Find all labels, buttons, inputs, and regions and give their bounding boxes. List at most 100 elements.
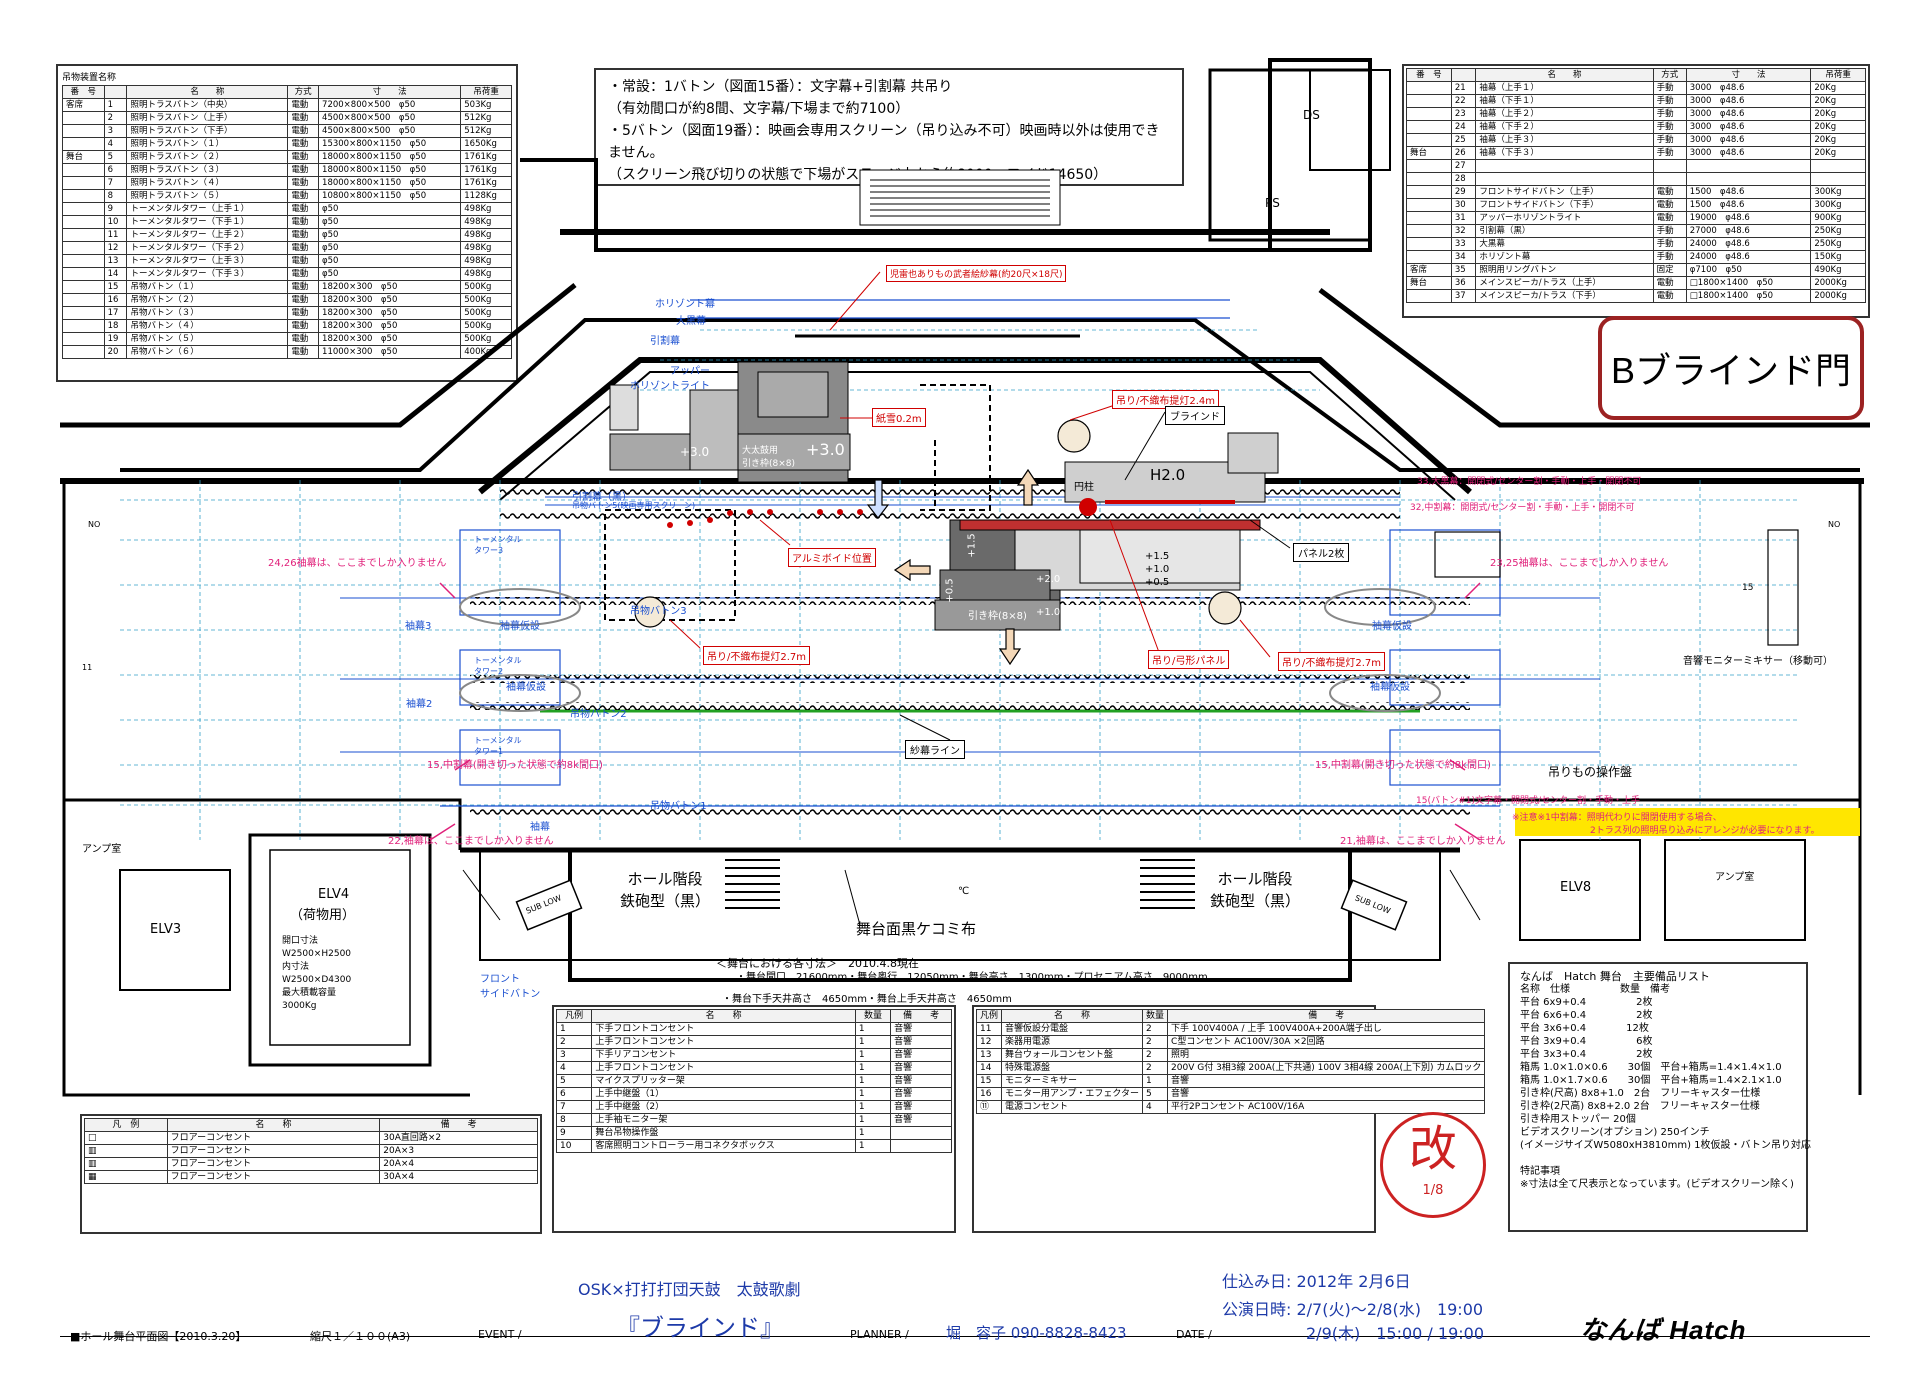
footer-event-title: 『ブラインド』	[616, 1314, 784, 1342]
platform-10b: +1.0	[1145, 564, 1170, 575]
title-badge: Bブラインド門	[1598, 316, 1864, 420]
table-cell: 1	[854, 1035, 892, 1049]
table-cell: 20Kg	[1810, 107, 1866, 121]
table-cell: ▦	[84, 1170, 168, 1184]
table-cell: 上手袖モニター架	[591, 1113, 856, 1127]
table-header-row: 凡 例名 称備 考	[84, 1118, 538, 1132]
red-label-lamp-right: 吊り/不織布提灯2.7m	[1278, 652, 1386, 671]
pink-arrows	[429, 582, 1481, 841]
red-label-lamp-left: 吊り/不織布提灯2.7m	[703, 646, 811, 665]
amp-room-left: アンプ室	[82, 844, 122, 855]
table-cell: フロアーコンセント	[166, 1144, 381, 1158]
apron-label: 舞台面黒ケコミ布	[856, 920, 977, 938]
set-outlines	[604, 384, 991, 621]
stairs-right-label: ホール階段 鉄砲型（黒）	[1210, 868, 1300, 912]
table-cell: 下手フロントコンセント	[591, 1022, 856, 1036]
table-cell: 上手中継盤（2）	[591, 1100, 856, 1114]
table-cell: 12	[975, 1035, 1003, 1049]
table-header-cell: 凡例	[975, 1009, 1003, 1023]
table-header-cell: 方式	[1652, 68, 1687, 82]
table-cell: 1	[854, 1113, 892, 1127]
platform-15: +1.5	[1145, 551, 1170, 562]
table-cell: □1800×1400 φ50	[1685, 289, 1812, 303]
table-header-cell: 吊荷重	[1810, 68, 1866, 82]
platform-taiko: 大太鼓用	[742, 446, 779, 456]
table-cell: 吊物バトン（６）	[126, 345, 289, 359]
table-cell: 16	[975, 1087, 1003, 1101]
table-cell: ⑪	[975, 1100, 1003, 1114]
equipment-list: なんば Hatch 舞台 主要備品リスト 名称 仕様 数量 備考 平台 6x9+…	[1508, 962, 1811, 1232]
upper-stairs	[859, 169, 1061, 226]
pillar-label: 円柱	[1074, 482, 1094, 493]
table-cell: 3	[555, 1048, 593, 1062]
ds-room-label: DS	[1303, 108, 1320, 122]
footer-rule	[60, 1336, 1870, 1337]
elv4-spec: 最大積載容量	[282, 988, 337, 998]
pink-note-33: 33,大黒幕：開閉式/センター割・手動・上手・開閉不可	[1417, 477, 1642, 487]
pink-note-21: 21,袖幕は、ここまでしか入りません	[1340, 836, 1506, 847]
table-header-cell: 凡例	[555, 1009, 593, 1023]
centerline-mark: ℃	[958, 886, 970, 897]
revision-stamp: 改 1/8	[1380, 1112, 1486, 1218]
table-cell: 楽器用電源	[1001, 1035, 1144, 1049]
table-cell: 下手リアコンセント	[591, 1048, 856, 1062]
note-line: ・常設：1バトン（図面15番）：文字幕+引割幕 共吊り	[608, 79, 953, 95]
table-header-cell: 名 称	[166, 1118, 381, 1132]
equipment-line: (イメージサイズW5080xH3810mm) 1枚仮設・バトン吊り対応	[1520, 1140, 1811, 1151]
table-cell: 7	[555, 1100, 593, 1114]
note-line: ・5バトン（図面19番）：映画会専用スクリーン（吊り込み不可）映画時以外は使用で…	[608, 123, 1160, 161]
table-cell: 上手フロントコンセント	[591, 1061, 856, 1075]
table-cell: 1	[854, 1061, 892, 1075]
platform-30b: +3.0	[806, 440, 845, 459]
table-header-cell: 備 考	[379, 1118, 538, 1132]
table-cell: ▥	[84, 1157, 168, 1171]
table-header-cell: 数量	[854, 1009, 892, 1023]
table-cell: 舞台吊物操作盤	[591, 1126, 856, 1140]
equipment-line: 箱馬 1.0×1.7×0.6 30個 平台+箱馬=1.4×2.1×1.0	[1520, 1075, 1782, 1086]
table-cell	[890, 1126, 952, 1140]
blue-front-side: フロント サイドバトン	[480, 974, 541, 1000]
stairs-left-line: 鉄砲型（黒）	[620, 892, 711, 910]
stairs-left-label: ホール階段 鉄砲型（黒）	[620, 868, 710, 912]
stairs-right-line: ホール階段	[1217, 870, 1293, 888]
footer-planner-label: PLANNER /	[850, 1328, 909, 1341]
elv4-spec: 開口寸法	[282, 936, 319, 946]
table-cell: モニターミキサー	[1001, 1074, 1144, 1088]
equipment-line: 特記事項	[1520, 1166, 1560, 1177]
blue-horizon: ホリゾント幕	[655, 299, 715, 310]
table-header-cell: 備 考	[1167, 1009, 1486, 1023]
equipment-title: なんば Hatch 舞台 主要備品リスト	[1520, 970, 1710, 983]
table-cell: 照明	[1167, 1048, 1486, 1062]
table-cell: 音響仮設分電盤	[1001, 1022, 1144, 1036]
table-cell: 上手フロントコンセント	[591, 1035, 856, 1049]
table-cell: 2	[1142, 1035, 1169, 1049]
elv4-specs: 開口寸法 W2500×H2500 内寸法 W2500×D4300 最大積載容量 …	[282, 935, 351, 1013]
table-cell: 8	[555, 1113, 593, 1127]
table-cell: 30A×4	[379, 1170, 538, 1184]
table-cell: 平行2Pコンセント AC100V/16A	[1167, 1100, 1486, 1114]
table-header-row: 番 号名 称方式寸 法吊荷重	[1406, 68, 1866, 82]
platform-hiki-b: 引き枠(8×8)	[968, 611, 1027, 622]
footer-event-label: EVENT /	[478, 1328, 522, 1341]
pink-note-22: 22,袖幕は、ここまでしか入りません	[388, 836, 554, 847]
